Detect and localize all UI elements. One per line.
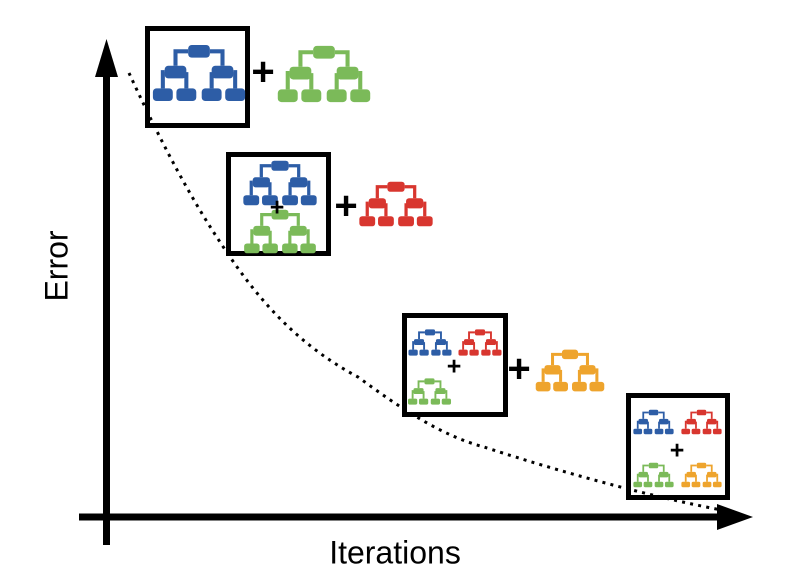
box4-tree-red — [680, 408, 723, 436]
plus-inside-box3: + — [446, 352, 462, 381]
plus-add-red: + — [334, 184, 358, 228]
plus-add-orange: + — [507, 347, 531, 391]
box3-tree-green — [407, 377, 452, 406]
plus-inside-box4: + — [669, 436, 685, 465]
tree-glyph — [153, 45, 245, 101]
box3-tree-red — [457, 328, 503, 357]
added-tree-orange — [534, 348, 606, 393]
box1-tree-blue — [152, 44, 246, 102]
y-axis-arrow — [95, 39, 118, 77]
tree-glyph — [632, 461, 675, 489]
x-axis-label: Iterations — [329, 534, 461, 571]
added-tree-green — [276, 45, 372, 103]
added-tree-red — [357, 180, 435, 228]
tree-glyph — [457, 328, 503, 357]
tree-glyph — [278, 46, 370, 102]
tree-glyph — [680, 461, 723, 489]
box4-tree-blue — [632, 408, 675, 436]
tree-glyph — [632, 408, 675, 436]
tree-glyph — [357, 180, 435, 228]
plus-inside-box2: + — [269, 193, 285, 222]
box4-tree-orange — [680, 461, 723, 489]
tree-glyph — [407, 328, 453, 357]
x-axis-arrow — [717, 504, 753, 530]
tree-glyph — [680, 408, 723, 436]
y-axis-label: Error — [38, 230, 75, 302]
tree-glyph — [407, 377, 452, 406]
box4-tree-green — [632, 461, 675, 489]
plus-add-green: + — [251, 50, 275, 94]
box3-tree-blue — [407, 328, 453, 357]
tree-glyph — [534, 348, 606, 393]
